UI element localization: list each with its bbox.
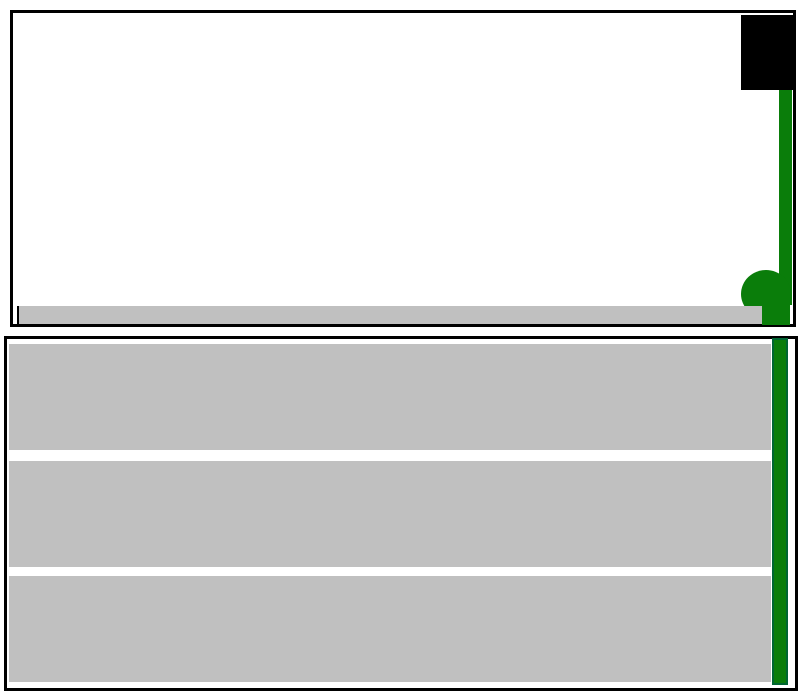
list-item[interactable] [9, 344, 771, 450]
scroll-handle-base[interactable] [762, 295, 790, 325]
black-block[interactable] [741, 15, 794, 90]
list-item[interactable] [9, 461, 771, 567]
list-item[interactable] [9, 576, 771, 682]
top-panel [10, 10, 796, 327]
horizontal-strip [17, 306, 762, 324]
bottom-panel [4, 336, 798, 691]
vertical-scrollbar-track[interactable] [779, 90, 792, 305]
scrollbar[interactable] [772, 338, 788, 685]
